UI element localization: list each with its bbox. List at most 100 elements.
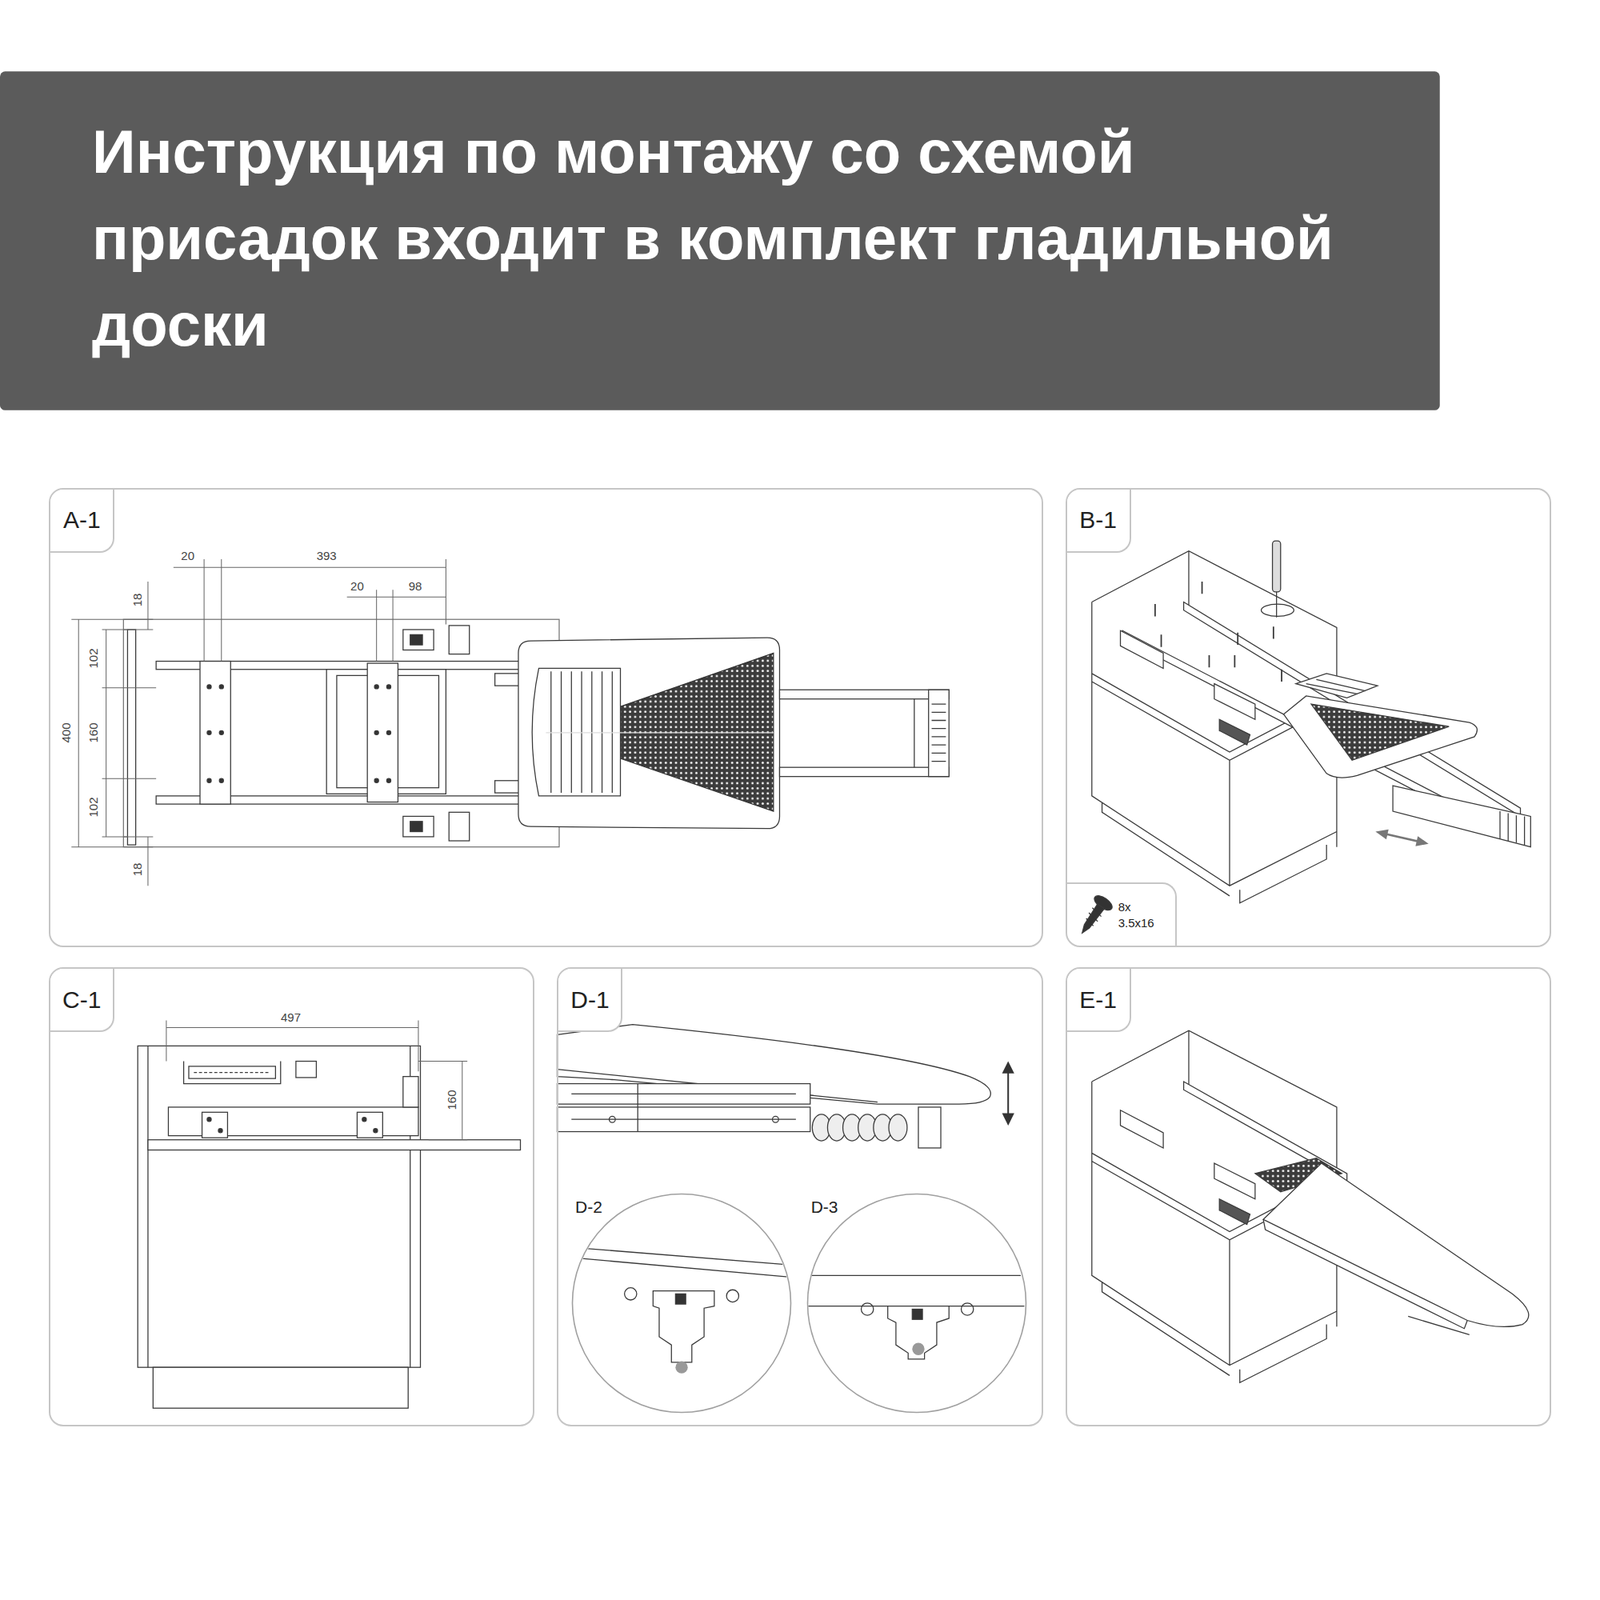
figure-label: A-1 [63, 506, 101, 534]
panel-tab: B-1 [1067, 489, 1132, 553]
side-view-drawing [137, 1045, 420, 1368]
dimension: 102 [87, 646, 101, 670]
slide-mechanism-drawing [1219, 719, 1250, 745]
detail-drawing [912, 1343, 924, 1356]
dimension-line [102, 629, 157, 837]
board-open-drawing [1214, 1163, 1256, 1200]
detail-drawing [675, 1361, 688, 1374]
dimension-line [71, 619, 124, 847]
board-side-drawing [1002, 1113, 1015, 1126]
dimension-box: 400 [60, 720, 74, 744]
dimension-line [71, 559, 446, 886]
dimension-line [173, 559, 447, 662]
top-view-drawing [545, 732, 773, 733]
detail-circle: D-2 [571, 1192, 792, 1414]
board-side-drawing [556, 1024, 1014, 1148]
dimension-box: 20 [179, 549, 196, 564]
top-view-drawing [386, 778, 391, 783]
figure-panel: E-1 [1065, 967, 1552, 1427]
figure-panel: A-1 [48, 488, 1043, 948]
top-view-drawing [386, 730, 391, 735]
dimension-line [418, 1061, 468, 1140]
dimension-box: 20 [348, 580, 366, 594]
top-view-drawing [403, 629, 434, 651]
top-view-drawing [518, 637, 780, 829]
top-view-drawing [932, 704, 947, 761]
side-view-drawing [152, 1367, 408, 1408]
slide-mechanism-drawing [1120, 630, 1164, 668]
figure-panel: 8x 3.5x16 B-1 [1065, 488, 1552, 948]
dimension-box: 18 [131, 860, 145, 878]
board-side-drawing [1007, 1069, 1009, 1118]
slide-mechanism-drawing [1272, 540, 1281, 592]
top-view-drawing [200, 661, 231, 805]
board-side-drawing [772, 1116, 780, 1123]
screw-count: 8x 3.5x16 [1118, 899, 1155, 931]
top-view-drawing [123, 619, 560, 847]
detail-drawing [888, 1306, 950, 1360]
dimension-box: 160 [87, 720, 101, 744]
panel-tab: C-1 [50, 968, 115, 1032]
slide-mechanism-drawing [1079, 904, 1105, 936]
title-banner-text-box: Инструкция по монтажу со схемой присадок… [92, 108, 1428, 368]
side-view-drawing [373, 1128, 378, 1133]
top-view-drawing [123, 619, 949, 847]
dimension: 102 [87, 795, 101, 819]
detail-drawing [566, 1247, 796, 1363]
board-open-drawing [1120, 1110, 1164, 1148]
side-view-drawing [202, 1112, 228, 1138]
panel-tab: E-1 [1067, 968, 1132, 1032]
top-view-drawing [779, 767, 949, 776]
dimension: 20 [179, 549, 196, 564]
slide-mechanism-drawing [1073, 892, 1115, 939]
detail-drawing [961, 1303, 974, 1316]
dimension: 160 [87, 720, 101, 744]
slide-mechanism-drawing [1284, 696, 1478, 778]
dimension-line [166, 1020, 468, 1140]
top-view-drawing [410, 634, 423, 645]
detail-drawing [861, 1303, 874, 1316]
title-banner [0, 71, 1440, 410]
top-view-drawing [448, 625, 470, 655]
top-view-drawing [386, 684, 391, 689]
top-view-drawing [207, 684, 212, 689]
dimension: 393 [315, 549, 339, 564]
dimension: 497 [279, 1010, 303, 1024]
detail-drawing [624, 1288, 637, 1300]
top-view-drawing [207, 730, 212, 735]
dimension: 160 [445, 1088, 460, 1112]
detail-drawing [800, 1275, 1031, 1360]
top-view-drawing [207, 778, 212, 783]
dimension-line [347, 589, 447, 661]
top-view-drawing [127, 629, 136, 845]
figure-label: C-1 [62, 986, 101, 1014]
dimension: 20 [348, 580, 366, 594]
panel-tab: D-1 [558, 968, 623, 1032]
dimension: 98 [407, 580, 424, 594]
board-side-drawing [888, 1114, 908, 1141]
top-view-drawing [495, 673, 521, 686]
dimension: 400 [60, 720, 74, 744]
top-view-drawing [913, 699, 915, 768]
dimension-box: 18 [131, 592, 145, 609]
top-view-drawing [374, 730, 379, 735]
figure-label: E-1 [1079, 986, 1117, 1014]
slide-mechanism-drawing [1415, 836, 1428, 847]
board-side-drawing [556, 1024, 991, 1104]
side-view-drawing [193, 1072, 271, 1073]
board-open-drawing [1219, 1199, 1250, 1225]
slide-mechanism-drawing [1306, 679, 1366, 694]
title: Инструкция по монтажу со схемой присадок… [92, 108, 1428, 368]
detail-label: D-2 [573, 1197, 604, 1217]
dimension-box: 497 [279, 1010, 303, 1024]
detail-circle-outline [807, 1194, 1026, 1413]
detail-drawing [566, 1247, 1031, 1374]
dimension-line [166, 1020, 419, 1072]
figure-label: B-1 [1079, 506, 1117, 534]
title-banner [0, 71, 1440, 410]
detail-drawing [912, 1308, 923, 1320]
dimension: 18 [131, 592, 145, 609]
dimension-box: 98 [407, 580, 424, 594]
board-open-drawing [1263, 1163, 1529, 1327]
side-view-drawing [148, 1045, 411, 1368]
